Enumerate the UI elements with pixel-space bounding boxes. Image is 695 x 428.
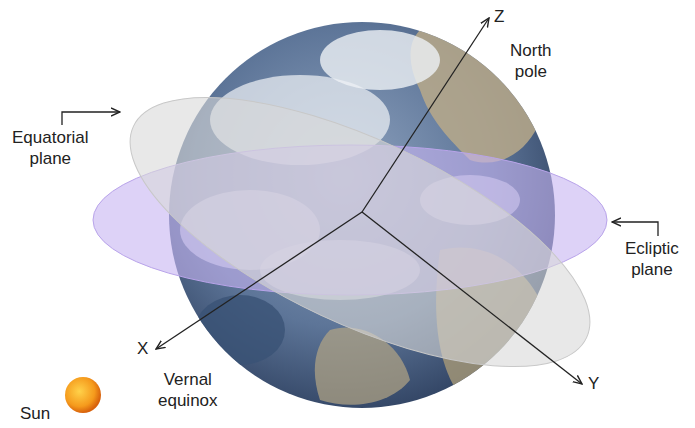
y-axis — [362, 212, 582, 384]
sun-label: Sun — [20, 403, 50, 424]
axis-label: X — [137, 338, 148, 359]
plane-label: Ecliptic plane — [625, 238, 679, 280]
leader-arrow — [612, 222, 658, 236]
sun — [65, 377, 101, 413]
leader-arrow — [62, 112, 120, 125]
plane-label: Equatorial plane — [12, 127, 89, 169]
x-axis — [156, 212, 362, 349]
axis-label: Y — [588, 373, 599, 394]
equatorial-plane — [95, 43, 626, 421]
axis-label: Z — [494, 6, 504, 27]
z-axis — [362, 18, 489, 212]
pole-label: North pole — [510, 40, 552, 82]
equinox-label: Vernal equinox — [158, 369, 218, 411]
